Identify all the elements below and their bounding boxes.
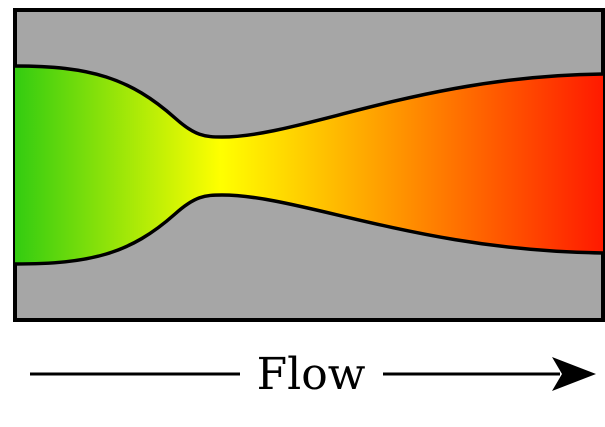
flow-channel <box>15 66 603 264</box>
flow-arrowhead-icon <box>552 357 596 391</box>
channel-upper-wall <box>14 64 604 139</box>
channel-lower-wall <box>14 193 604 266</box>
flow-label: Flow <box>257 349 366 400</box>
